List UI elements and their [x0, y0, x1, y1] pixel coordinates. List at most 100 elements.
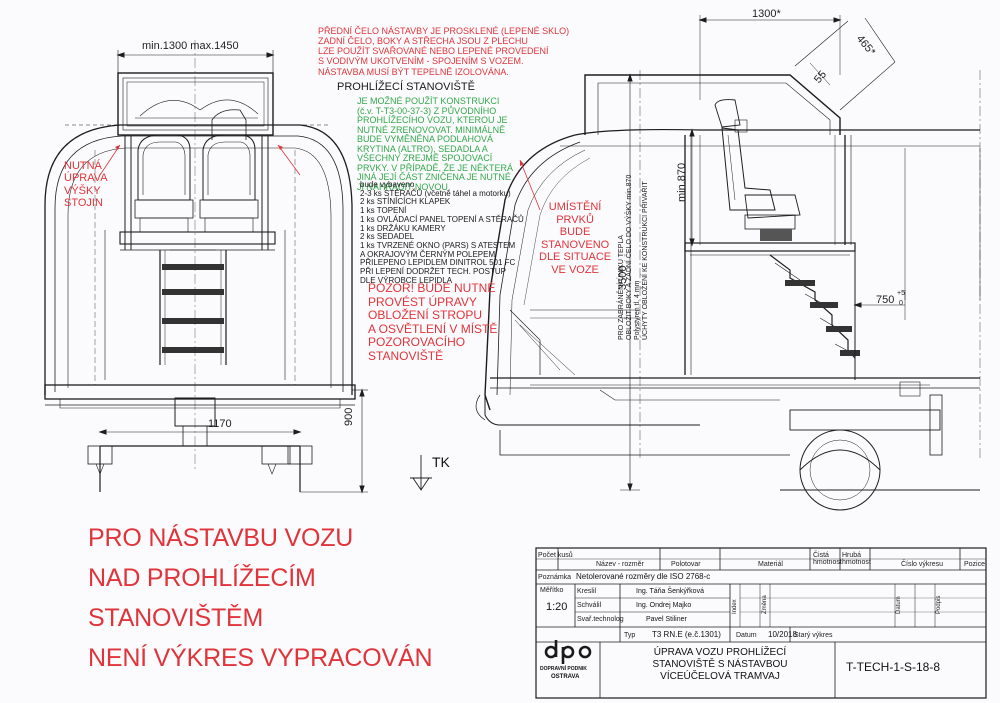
note-line: JI NAHRADIT NOVOU. — [357, 181, 451, 192]
construction-note: JE MOŽNÉ POUŽÍT KONSTRUKCI (č.v. T-T3-00… — [357, 96, 513, 192]
header-gross-weight: Hrubá hmotnost — [842, 552, 871, 566]
equipment-line: 1 ks TVRZENÉ OKNO (PARS) S ATESTEM — [360, 241, 516, 251]
section-title: PROHLÍŽECÍ STANOVIŠTĚ — [337, 81, 475, 93]
note-line: S VODIVÝM UKOTVENÍM - SPOJENÍM S VOZEM. — [318, 56, 524, 67]
note-line: Polystyren tl. 4 mm — [634, 280, 642, 340]
note-line: A OSVĚTLENÍ V MÍSTĚ — [368, 321, 498, 336]
title-line: STANOVIŠTĚ S NÁSTAVBOU — [652, 658, 788, 670]
note-line: OBLOŽENÍ STROPU — [368, 308, 483, 323]
note-line: ÚPRAVA — [64, 172, 108, 185]
placement-note: UMÍSTĚNÍ PRVKŮ BUDE STANOVENO DLE SITUAC… — [539, 201, 611, 276]
drawing-title: ÚPRAVA VOZU PROHLÍŽECÍ STANOVIŠTĚ S NÁST… — [620, 647, 820, 682]
welding-by: Pavel Stiliner — [646, 616, 687, 623]
warning-note: POZOR! BUDE NUTNÉ PROVÉST ÚPRAVY OBLOŽEN… — [368, 281, 498, 363]
equipment-line: 2 ks STÍNÍCÍCH KLAPEK — [360, 197, 451, 207]
equipment-line: DLE VÝROBCE LEPIDLA — [360, 275, 453, 285]
note-line: STANOVIŠTĚ — [368, 348, 444, 363]
statement-line: NENÍ VÝKRES VYPRACOVÁN — [88, 644, 433, 672]
tolerance-lower: 0 — [899, 300, 903, 307]
note-line: VŠECHNY ZREJMĚ SPOJOVACÍ — [357, 153, 493, 164]
statement-line: NAD PROHLÍŽECÍM — [88, 564, 316, 592]
statement-line: STANOVIŠTĚM — [88, 604, 264, 632]
equipment-line: 2-3 ks STĚRAČŮ (včetně táhel a motorku) — [360, 188, 511, 198]
drawing-number: T-TECH-1-S-18-8 — [846, 660, 941, 674]
title-line: ÚPRAVA VOZU PROHLÍŽECÍ — [653, 647, 787, 658]
note-line: PROVÉST ÚPRAVY — [368, 294, 477, 309]
front-cross-section — [44, 40, 368, 494]
note-line: NUTNÉ ZRENOVOVAT. MINIMÁLNĚ — [357, 124, 506, 135]
equipment-line: 1 ks DRŽÁKU KAMERY — [360, 223, 446, 233]
note-line: ZADNÍ ČELO, BOKY A STŘECHA JSOU Z PLECHU — [318, 36, 528, 47]
tolerance-upper: +5 — [897, 290, 905, 297]
note-line: VÝŠKY — [64, 184, 101, 197]
note-line: PRO ZABRÁNĚNÍ ÚNIKU TEPLA — [618, 235, 625, 340]
note-line: NUTNÁ — [64, 160, 102, 172]
dimension-1170: 1170 — [208, 418, 232, 430]
approved-by: Ing. Ondrej Majko — [636, 602, 692, 609]
note-line: JE MOŽNÉ POUŽÍT KONSTRUKCI — [357, 96, 500, 106]
type-label: Typ — [624, 632, 636, 639]
note-line: STANOVENO — [540, 238, 610, 251]
header-semi: Polotovar — [671, 561, 701, 568]
old-drawing-label: Starý výkres — [794, 632, 833, 639]
date-label: Datum — [736, 632, 757, 639]
statement-line: PRO NÁSTAVBU VOZU — [88, 524, 354, 552]
equipment-line: 1 ks OVLÁDACÍ PANEL TOPENÍ A STĚRAČŮ — [360, 214, 524, 224]
note-line: PROHLÍŽECÍHO VOZU, KTEROU JE — [357, 115, 508, 126]
dimension-min-870: min.870 — [676, 162, 688, 202]
equipment-line: bude vybaveno — [360, 180, 415, 189]
side-section — [475, 15, 981, 511]
drawn-by: Ing. Táňa Šenkýřková — [636, 588, 704, 595]
index-label: Index — [732, 599, 738, 614]
signature-label: Podpis — [936, 595, 942, 614]
header-count: Počet kusů — [538, 552, 573, 559]
date-value: 10/2018 — [768, 630, 797, 639]
note-line: BUDE — [559, 226, 591, 239]
title-block-grid — [535, 547, 987, 699]
company-line2: OSTRAVA — [551, 674, 580, 680]
drawn-label: Kreslil — [577, 588, 597, 595]
note-line: OBLOŽIT BOKY A ZADNÍ ČELO DO VÝŠKY min.8… — [626, 174, 634, 340]
note-line: ÚCHYTY OBLOŽENÍ KE KONSTRUKCI PŘIVAŘIT — [642, 181, 650, 340]
note-line: NÁSTAVBA MUSÍ BÝT TEPELNĚ IZOLOVÁNA. — [318, 66, 509, 77]
note-line: UMÍSTĚNÍ — [548, 201, 602, 213]
tk-label: TK — [432, 454, 450, 470]
dimension-width-range: min.1300 max.1450 — [142, 40, 239, 52]
track-level-marker — [410, 455, 432, 491]
equipment-line: A OKRAJOVÝM ČERNÝM POLEPEM — [360, 249, 496, 259]
header-drawing-no: Číslo výkresu — [901, 561, 944, 568]
dimension-750: 750 — [876, 294, 895, 306]
title-block: Počet kusů Název - rozměr Polotovar Mate… — [536, 548, 986, 698]
note-label: Poznámka — [538, 574, 572, 581]
note-line: STOJIN — [64, 196, 103, 209]
approved-label: Schválil — [577, 602, 602, 609]
note-line: POZOR! BUDE NUTNÉ — [368, 281, 496, 295]
title-line: VÍCEÚČELOVÁ TRAMVAJ — [660, 670, 780, 682]
no-drawing-statement: PRO NÁSTAVBU VOZU NAD PROHLÍŽECÍM STANOV… — [88, 518, 433, 678]
dimension-1300: 1300* — [752, 8, 781, 20]
note-line: (č.v. T-T3-00-37-3) Z PŮVODNÍHO — [357, 105, 497, 116]
dimension-900: 900 — [343, 407, 355, 426]
header-position: Pozice — [964, 561, 986, 568]
note-line: KRYTINA (ALTRO), SEDADLA A — [357, 143, 488, 154]
scale-label: Měřítko — [540, 587, 564, 594]
glass-front-note: PŘEDNÍ ČELO NÁSTAVBY JE PROSKLENÉ (LEPEN… — [318, 26, 569, 77]
dpo-logo-mark — [544, 640, 592, 664]
note-line: PRVKŮ — [556, 213, 594, 226]
header-net-weight: Čistá hmotnost — [813, 552, 842, 566]
height-adjust-note: NUTNÁ ÚPRAVA VÝŠKY STOJIN — [64, 160, 108, 209]
equipment-line: PŘI LEPENÍ DODRŽET TECH. POSTUP — [360, 267, 506, 277]
note-line: BUDE VYMĚNĚNA PODLAHOVÁ — [357, 134, 494, 145]
note-line: POZOROVACÍHO — [368, 335, 466, 350]
equipment-line: 2 ks SEDADEL — [360, 232, 415, 242]
note-line: JINÁ JEJÍ ČÁST ZNIČENA JE NUTNÉ — [357, 172, 511, 183]
date-label-small: Datum — [896, 596, 902, 614]
equipment-line: PŘILEPENO LEPIDLEM DINITROL 501 FC — [360, 258, 516, 268]
equipment-list: bude vybaveno 2-3 ks STĚRAČŮ (včetně táh… — [360, 180, 524, 286]
insulation-vertical-note: PRO ZABRÁNĚNÍ ÚNIKU TEPLA OBLOŽIT BOKY A… — [618, 175, 650, 340]
header-material: Materiál — [758, 561, 783, 568]
note-value: Netolerované rozměry dle ISO 2768-c — [576, 572, 711, 581]
header-name: Název - rozměr — [596, 561, 644, 568]
note-line: PŘEDNÍ ČELO NÁSTAVBY JE PROSKLENÉ (LEPEN… — [318, 26, 570, 36]
